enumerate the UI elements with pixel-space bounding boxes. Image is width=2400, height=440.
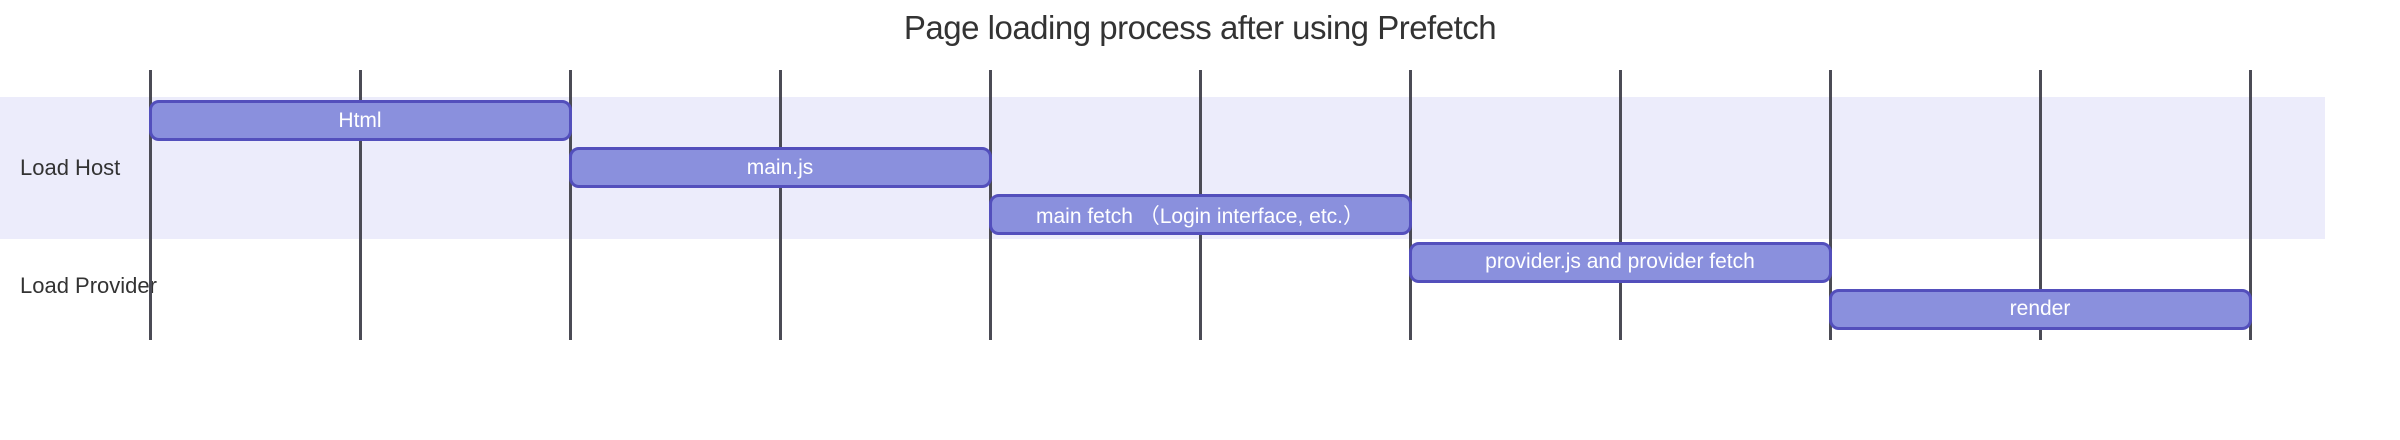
task-bar-provider-js-and-provider-fetch: provider.js and provider fetch — [1408, 241, 1832, 283]
grid-line — [778, 70, 782, 340]
section-label-load-host: Load Host — [20, 154, 121, 180]
grid-line — [2038, 70, 2042, 340]
task-label: main fetch （Login interface, etc.） — [1036, 204, 1364, 228]
grid-line — [1618, 70, 1622, 340]
grid-line — [1828, 70, 1832, 340]
task-bar-render: render — [1828, 288, 2252, 330]
section-label-load-provider: Load Provider — [20, 272, 157, 298]
chart-title: Page loading process after using Prefetc… — [903, 9, 1497, 46]
task-bar-main-fetch-login-interface-etc: main fetch （Login interface, etc.） — [988, 194, 1412, 236]
task-label: provider.js and provider fetch — [1485, 250, 1755, 274]
task-bar-main-js: main.js — [568, 147, 992, 189]
task-bar-html: Html — [148, 100, 572, 141]
task-label: Html — [338, 108, 382, 132]
grid-line — [568, 70, 572, 340]
grid-line — [358, 70, 362, 340]
grid-line — [2248, 70, 2252, 340]
grid-line — [148, 70, 152, 340]
task-label: render — [2009, 297, 2071, 321]
task-label: main.js — [746, 155, 814, 179]
